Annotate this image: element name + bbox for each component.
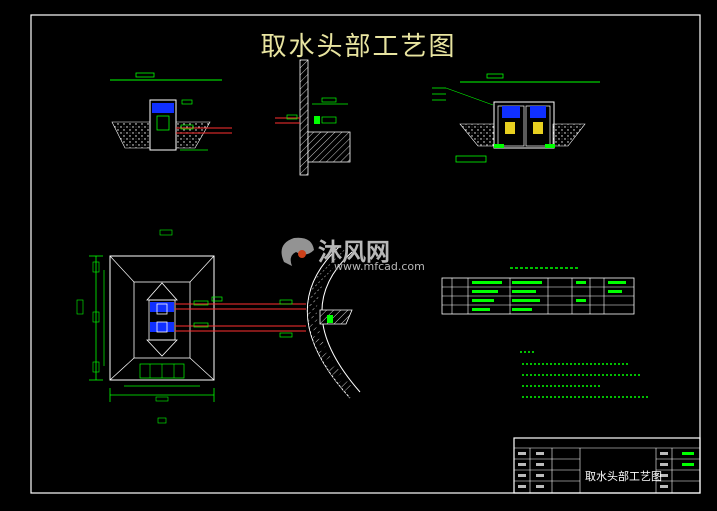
wall-detail bbox=[275, 59, 351, 176]
watermark-logo-icon bbox=[281, 237, 314, 266]
drawing-title: 取水头部工艺图 bbox=[260, 32, 457, 62]
drawing-frame bbox=[30, 14, 701, 494]
section-view-left bbox=[110, 72, 232, 151]
title-block bbox=[513, 437, 701, 494]
watermark-url: www.mfcad.com bbox=[334, 260, 425, 273]
notes-block bbox=[520, 351, 650, 398]
equipment-table bbox=[441, 267, 635, 315]
plan-view bbox=[76, 229, 270, 424]
section-view-right bbox=[432, 73, 600, 163]
curved-wall-plan bbox=[270, 245, 361, 400]
watermark-brand: 沐风网 bbox=[318, 238, 390, 266]
title-block-drawing-name: 取水头部工艺图 bbox=[585, 470, 662, 483]
